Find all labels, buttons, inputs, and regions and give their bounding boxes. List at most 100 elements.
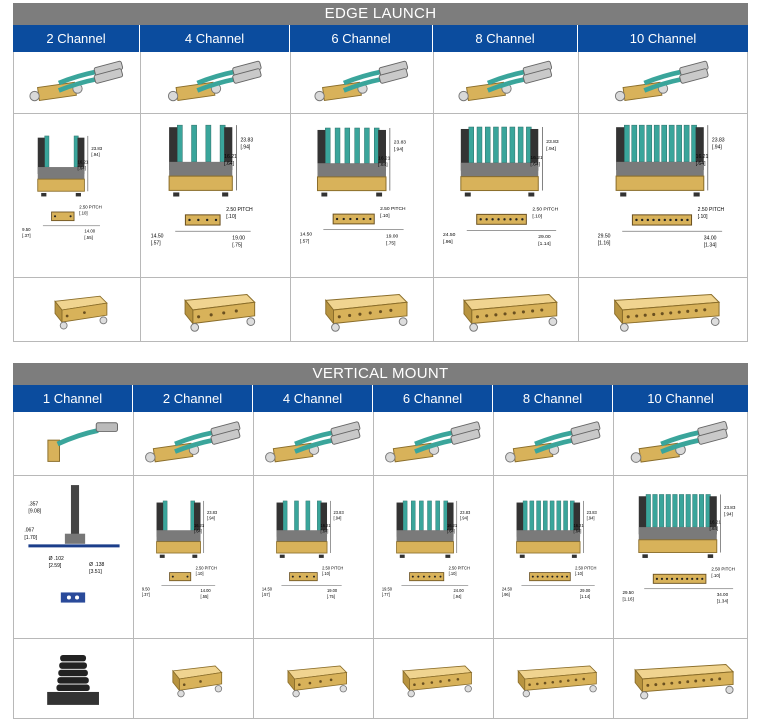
svg-text:[1.16]: [1.16] [622,596,633,601]
svg-text:23.83: 23.83 [460,509,471,514]
svg-text:[.75]: [.75] [385,240,395,246]
svg-text:[.64]: [.64] [77,165,85,170]
svg-text:2.50 PITCH: 2.50 PITCH [195,565,216,570]
vert-dimension-drawing-image: 23.83[.94]16.21[.64]2.50 PITCH[.10]29.50… [614,476,747,638]
svg-text:[.94]: [.94] [724,511,733,516]
svg-text:[1.34]: [1.34] [717,598,728,603]
svg-text:[.57]: [.57] [150,240,160,246]
svg-text:[.10]: [.10] [195,571,203,576]
svg-text:23.83: 23.83 [712,137,725,143]
svg-text:[.10]: [.10] [575,571,583,576]
svg-text:[.10]: [.10] [380,213,390,219]
svg-text:[.64]: [.64] [320,528,328,533]
svg-text:[.94]: [.94] [240,144,250,150]
vert-row-dimension-drawing: .357[9.08].067[1.70]Ø .102[2.59]Ø .138[3… [14,476,747,639]
svg-text:[.75]: [.75] [327,593,335,598]
edge-cable-assembly-image [579,52,747,113]
svg-text:[.64]: [.64] [696,160,706,166]
svg-text:14.50: 14.50 [150,233,163,239]
svg-text:[.94]: [.94] [393,146,403,152]
col-header: 2 Channel [133,385,253,412]
vert-connector-photo-image [374,639,494,718]
svg-text:[.10]: [.10] [226,213,236,219]
svg-text:[.55]: [.55] [200,593,208,598]
vertical-mount-grid: .357[9.08].067[1.70]Ø .102[2.59]Ø .138[3… [13,412,748,719]
vert-connector-photo-image [614,639,747,718]
svg-text:[.57]: [.57] [299,238,309,244]
svg-text:9.50: 9.50 [22,227,31,232]
svg-text:2.50 PITCH: 2.50 PITCH [322,565,343,570]
edge-cable-assembly-image [434,52,579,113]
vert-cable-assembly-image [134,412,254,475]
svg-text:16.21: 16.21 [530,154,543,160]
edge-cable-assembly-image [141,52,291,113]
svg-text:[.64]: [.64] [573,528,581,533]
col-header: 6 Channel [373,385,493,412]
svg-text:16.21: 16.21 [194,522,205,527]
vert-connector-photo-image [14,639,134,718]
svg-text:34.00: 34.00 [717,592,729,597]
svg-text:16.21: 16.21 [696,153,709,159]
svg-text:24.50: 24.50 [442,232,455,238]
edge-row-connector-photo [14,278,747,342]
svg-text:16.21: 16.21 [573,522,584,527]
edge-dimension-drawing-image: 23.83[.94]16.21[.64]2.50 PITCH[.10]24.50… [434,114,579,277]
svg-text:[.57]: [.57] [261,592,269,597]
svg-text:19.00: 19.00 [385,233,397,239]
svg-text:[.10]: [.10] [322,571,330,576]
svg-text:16.21: 16.21 [710,519,722,524]
svg-text:[.64]: [.64] [224,160,234,166]
col-header: 4 Channel [140,25,290,52]
edge-connector-photo-image [434,278,579,341]
svg-text:23.83: 23.83 [91,145,102,150]
edge-dimension-drawing-image: 23.83[.94]16.21[.64]2.50 PITCH[.10]14.50… [291,114,434,277]
svg-text:[.64]: [.64] [378,162,388,168]
svg-text:14.00: 14.00 [84,228,95,233]
svg-text:[.94]: [.94] [460,515,468,520]
svg-text:[.77]: [.77] [381,592,389,597]
col-header: 6 Channel [290,25,433,52]
vert-cable-assembly-image [14,412,134,475]
edge-launch-title: EDGE LAUNCH [13,3,748,25]
svg-text:24.00: 24.00 [453,588,464,593]
vert-connector-photo-image [134,639,254,718]
svg-text:[.10]: [.10] [448,571,456,576]
edge-cable-assembly-image [291,52,434,113]
svg-text:.357: .357 [28,501,38,507]
vert-cable-assembly-image [254,412,374,475]
svg-text:16.21: 16.21 [378,155,390,161]
svg-text:16.21: 16.21 [447,522,458,527]
svg-text:16.21: 16.21 [320,522,331,527]
svg-text:[.94]: [.94] [712,144,722,150]
svg-text:[1.34]: [1.34] [704,242,717,248]
svg-text:9.50: 9.50 [141,586,150,591]
col-header: 2 Channel [13,25,140,52]
svg-text:[.10]: [.10] [79,210,87,215]
svg-text:23.83: 23.83 [393,139,405,145]
vert-row-cable-assembly [14,412,747,476]
svg-text:[.10]: [.10] [532,213,542,219]
edge-connector-photo-image [14,278,141,341]
svg-text:23.83: 23.83 [586,509,597,514]
svg-text:2.50 PITCH: 2.50 PITCH [448,565,469,570]
vert-dimension-drawing-image: 23.83[.94]16.21[.64]2.50 PITCH[.10]19.50… [374,476,494,638]
svg-text:[.55]: [.55] [84,234,92,239]
edge-connector-photo-image [579,278,747,341]
svg-text:2.50 PITCH: 2.50 PITCH [380,206,406,212]
svg-text:[.37]: [.37] [22,233,30,238]
svg-text:[.37]: [.37] [141,592,149,597]
svg-text:23.83: 23.83 [333,509,344,514]
vert-dimension-drawing-image: .357[9.08].067[1.70]Ø .102[2.59]Ø .138[3… [14,476,134,638]
vert-dimension-drawing-image: 23.83[.94]16.21[.64]2.50 PITCH[.10]14.50… [254,476,374,638]
vertical-mount-title: VERTICAL MOUNT [13,363,748,385]
svg-text:23.83: 23.83 [240,137,253,143]
col-header: 1 Channel [13,385,133,412]
svg-text:[.64]: [.64] [710,525,719,530]
svg-text:[1.14]: [1.14] [538,241,551,247]
svg-text:[.96]: [.96] [442,239,452,245]
edge-dimension-drawing-image: 23.83[.94]16.21[.64]2.50 PITCH[.10]14.50… [141,114,291,277]
svg-text:29.00: 29.00 [580,588,591,593]
svg-text:29.50: 29.50 [598,233,611,239]
edge-row-dimension-drawing: 23.83[.94]16.21[.64]2.50 PITCH[.10]9.50[… [14,114,747,278]
svg-text:34.00: 34.00 [704,235,717,241]
